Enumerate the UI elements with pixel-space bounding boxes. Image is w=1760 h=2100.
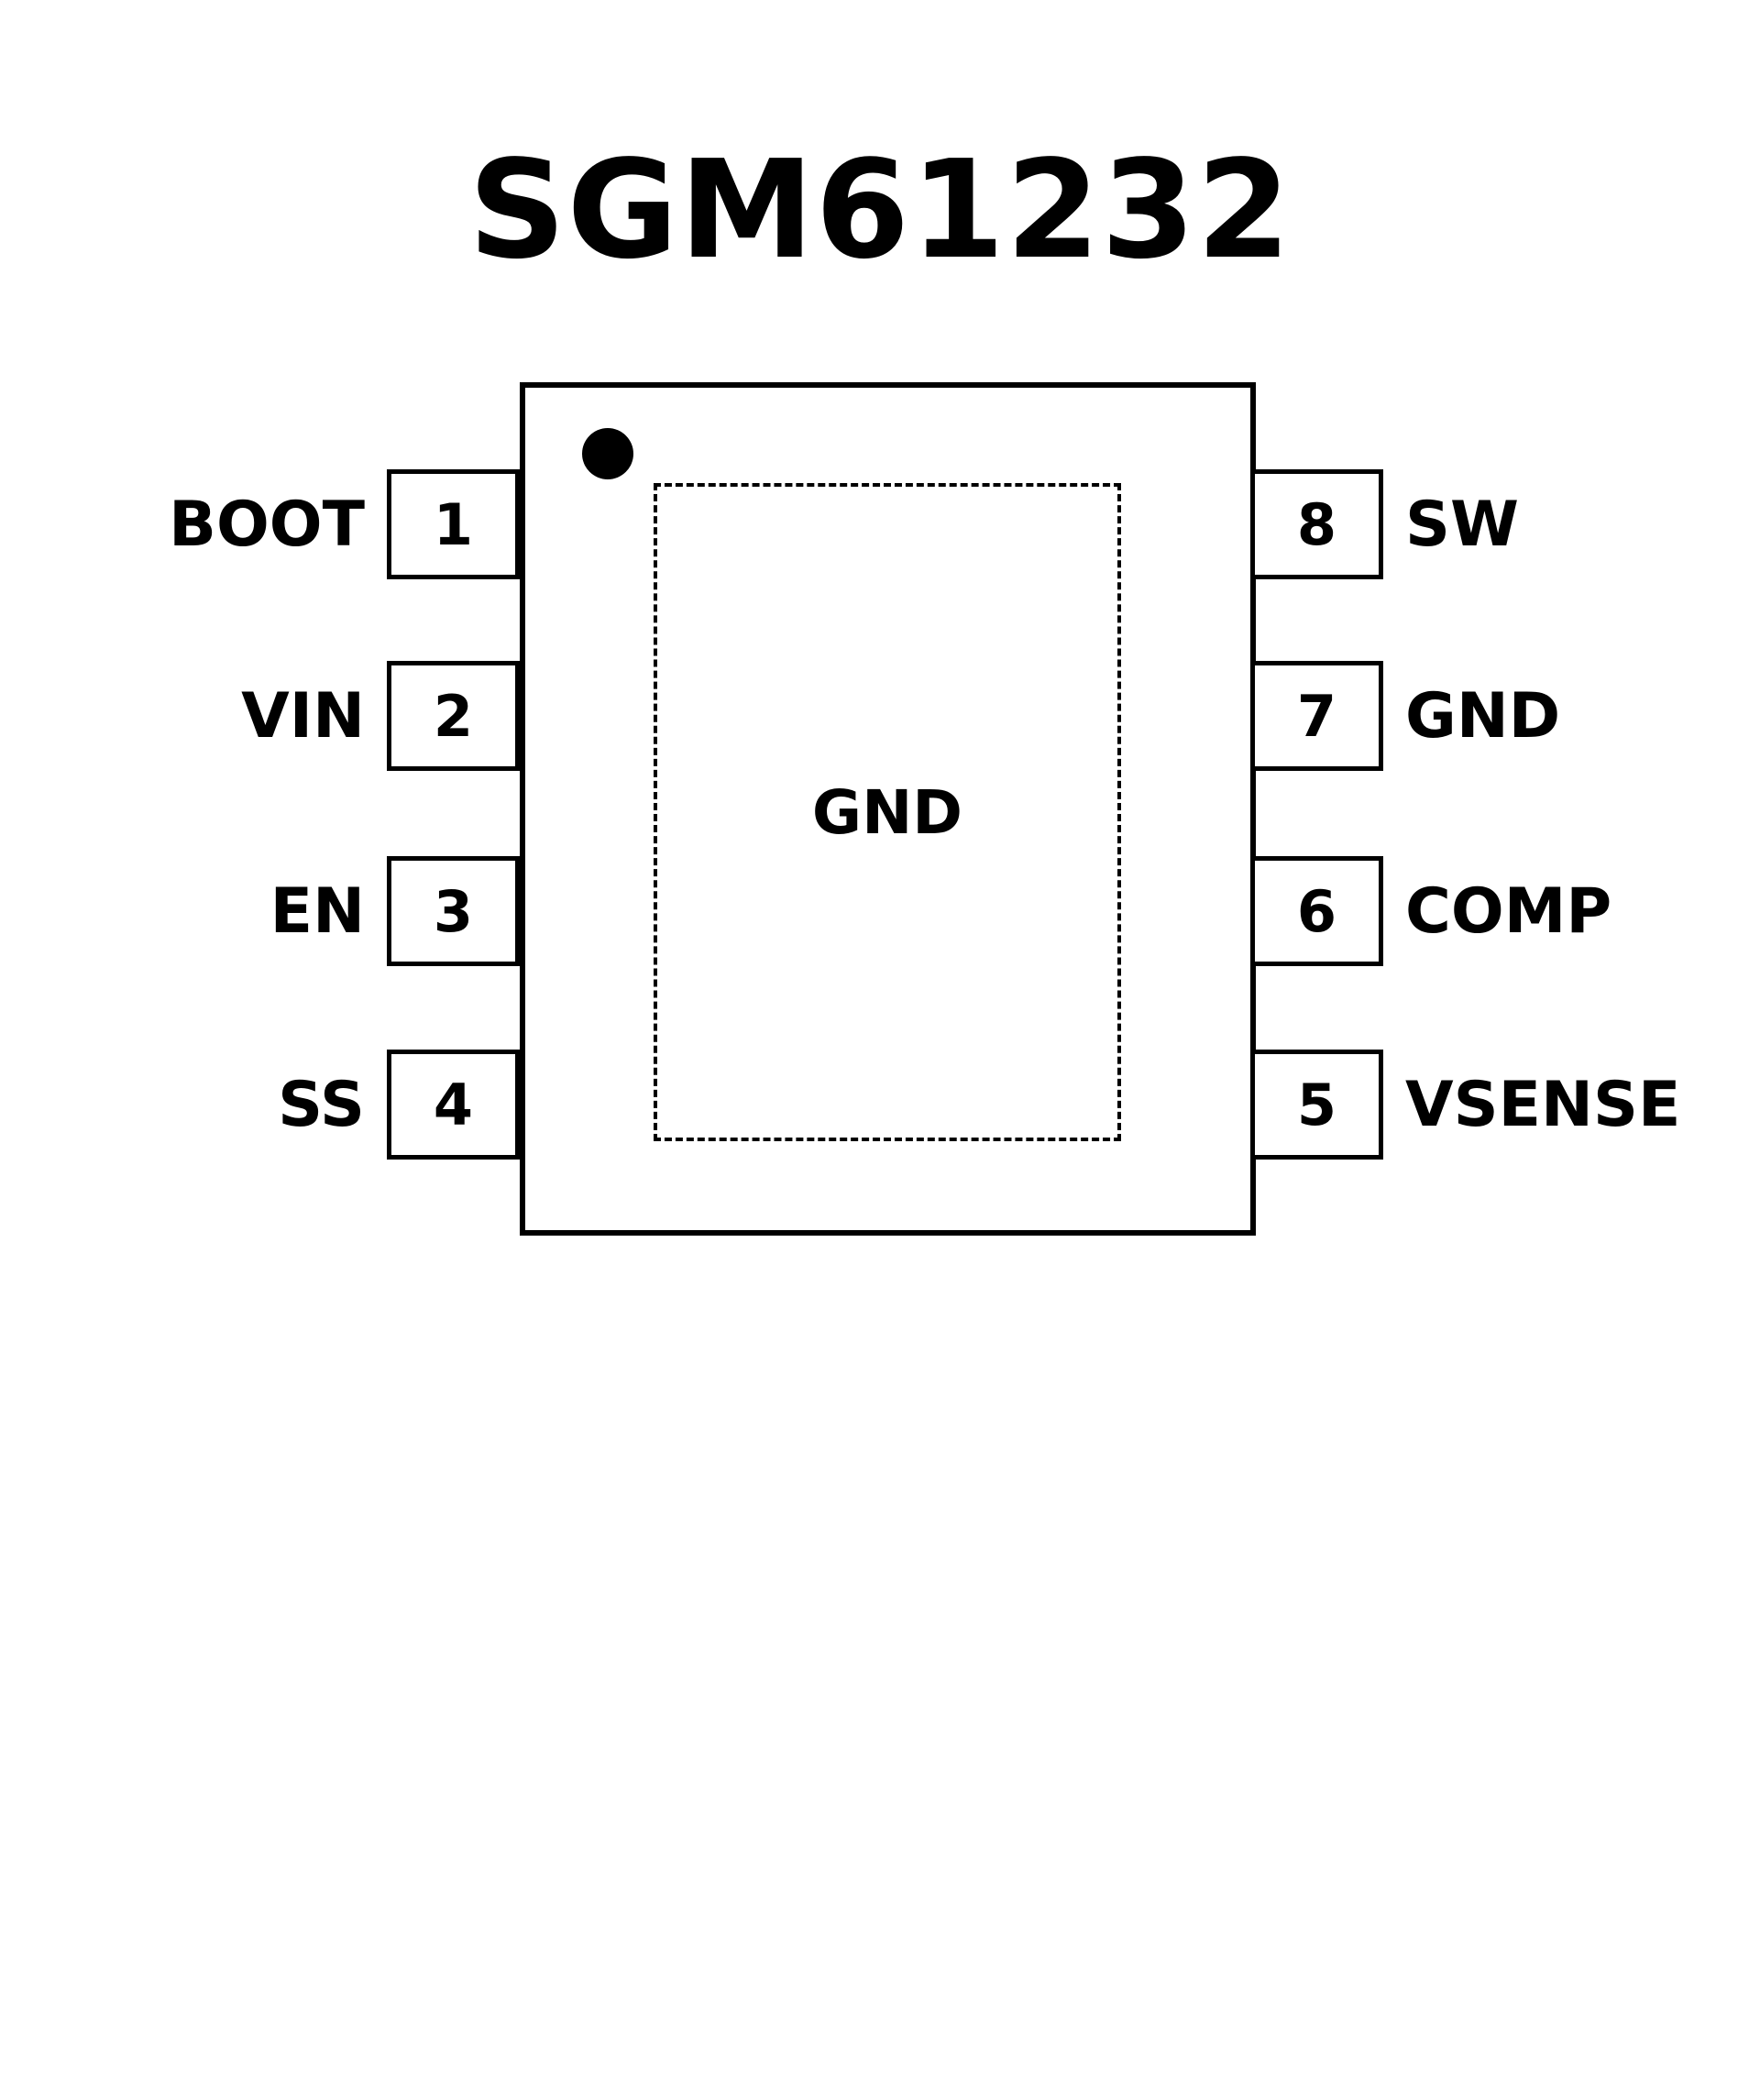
thermal-pad-label: GND (811, 776, 963, 848)
pin-label: SS (278, 1068, 365, 1141)
pin-label: VSENSE (1405, 1068, 1681, 1141)
chip-body: GND (520, 382, 1256, 1236)
pin-label: EN (270, 874, 365, 948)
pin-row-ss: SS 4 (0, 1050, 520, 1160)
pin-label: SW (1405, 488, 1519, 561)
pin1-indicator-dot (582, 428, 633, 479)
pin-number-box: 5 (1250, 1050, 1383, 1160)
pin-label: GND (1405, 679, 1561, 753)
pin-row-comp: 6 COMP (1250, 856, 1612, 966)
pin-row-gnd: 7 GND (1250, 661, 1560, 771)
pin-label: BOOT (169, 488, 365, 561)
pin-row-sw: 8 SW (1250, 469, 1519, 579)
pin-label: VIN (241, 679, 365, 753)
page-title: SGM61232 (468, 131, 1292, 289)
pin-label: COMP (1405, 874, 1612, 948)
pin-row-vsense: 5 VSENSE (1250, 1050, 1680, 1160)
pin-number-box: 7 (1250, 661, 1383, 771)
pin-row-vin: VIN 2 (0, 661, 520, 771)
pin-number-box: 8 (1250, 469, 1383, 579)
thermal-pad: GND (654, 483, 1121, 1141)
pin-number-box: 3 (387, 856, 520, 966)
pin-row-en: EN 3 (0, 856, 520, 966)
pin-number-box: 1 (387, 469, 520, 579)
pin-number-box: 6 (1250, 856, 1383, 966)
pin-number-box: 2 (387, 661, 520, 771)
pin-row-boot: BOOT 1 (0, 469, 520, 579)
pin-number-box: 4 (387, 1050, 520, 1160)
